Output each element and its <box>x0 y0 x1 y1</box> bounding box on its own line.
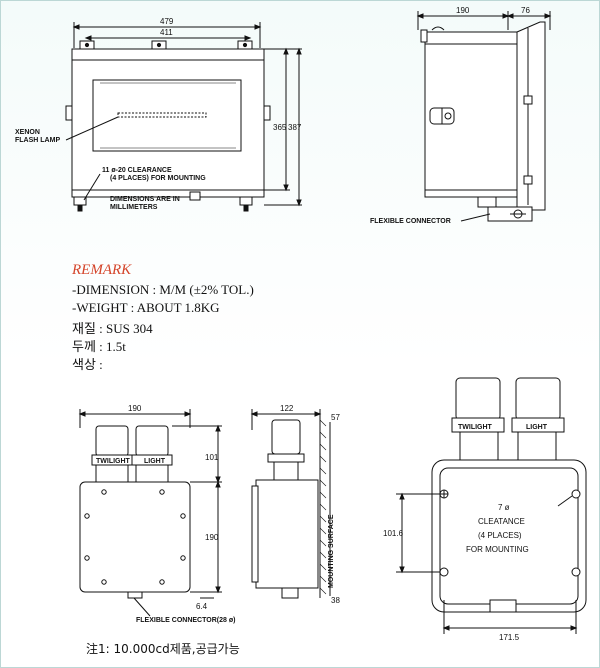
dim-height-inner: 365 <box>273 123 287 132</box>
spec-weight: -WEIGHT : ABOUT 1.8KG <box>72 300 220 315</box>
dim-bracket: 76 <box>521 6 530 15</box>
spec-thickness: 두께 : 1.5t <box>72 339 126 354</box>
spec-color: 색상 : <box>72 357 103 372</box>
label-clearance: 11 ø-20 CLEARANCE <box>102 167 172 174</box>
bottom-side-view: 122 57 38 MOUNTING SURFACE <box>250 404 340 605</box>
dim-offset: 6.4 <box>196 602 208 611</box>
dim-overall-width: 479 <box>160 17 174 26</box>
label-flexible-connector: FLEXIBLE CONNECTOR <box>370 218 451 225</box>
dim-width: 190 <box>128 404 142 413</box>
detail-label-twilight: TWILIGHT <box>458 424 493 431</box>
dim-depth-side: 122 <box>280 404 294 413</box>
dim-bottom: 38 <box>331 596 340 605</box>
top-side-view: 190 76 FLEXIBLE CONNECTOR <box>370 6 552 225</box>
detail-label-light: LIGHT <box>526 424 548 431</box>
label-twilight: TWILIGHT <box>96 458 131 465</box>
dim-depth: 190 <box>456 6 470 15</box>
label-mounting-surface: MOUNTING SURFACE <box>328 514 335 588</box>
label-light: LIGHT <box>144 458 166 465</box>
label-flash-lamp: FLASH LAMP <box>15 137 60 144</box>
remark-title: REMARK <box>72 262 132 278</box>
dim-horizontal: 171.5 <box>499 633 520 642</box>
spec-dimension: -DIMENSION : M/M (±2% TOL.) <box>72 282 254 297</box>
bottom-front-view: 190 TWILIGHT LIGHT <box>78 404 235 624</box>
dim-vertical: 101.6 <box>383 529 404 538</box>
label-clearance-places: (4 PLACES) FOR MOUNTING <box>110 175 206 182</box>
flash-lamp <box>117 112 207 118</box>
hole-diameter: 7 ø <box>498 503 510 512</box>
label-units: DIMENSIONS ARE IN <box>110 196 180 203</box>
bottom-detail-view: TWILIGHT LIGHT 7 ø CLEATANCE (4 PLACES) … <box>383 377 587 642</box>
clearance-line-1: CLEATANCE <box>478 517 525 526</box>
clearance-line-3: FOR MOUNTING <box>466 545 529 554</box>
dim-inner-width: 411 <box>160 28 173 37</box>
top-front-view: 479 411 <box>15 17 302 212</box>
label-xenon: XENON <box>15 129 40 136</box>
footnote: 注1: 10.000cd제품,공급가능 <box>86 642 240 656</box>
dim-height-overall: 387 <box>288 123 302 132</box>
clearance-line-2: (4 PLACES) <box>478 531 522 540</box>
label-flexible-connector-28: FLEXIBLE CONNECTOR(28 ø) <box>136 617 235 624</box>
dim-box-height: 190 <box>205 533 219 542</box>
dim-top: 57 <box>331 413 340 422</box>
dim-sensor-height: 101 <box>205 453 219 462</box>
spec-material: 재질 : SUS 304 <box>72 321 153 336</box>
label-units-mm: MILLIMETERS <box>110 204 158 211</box>
